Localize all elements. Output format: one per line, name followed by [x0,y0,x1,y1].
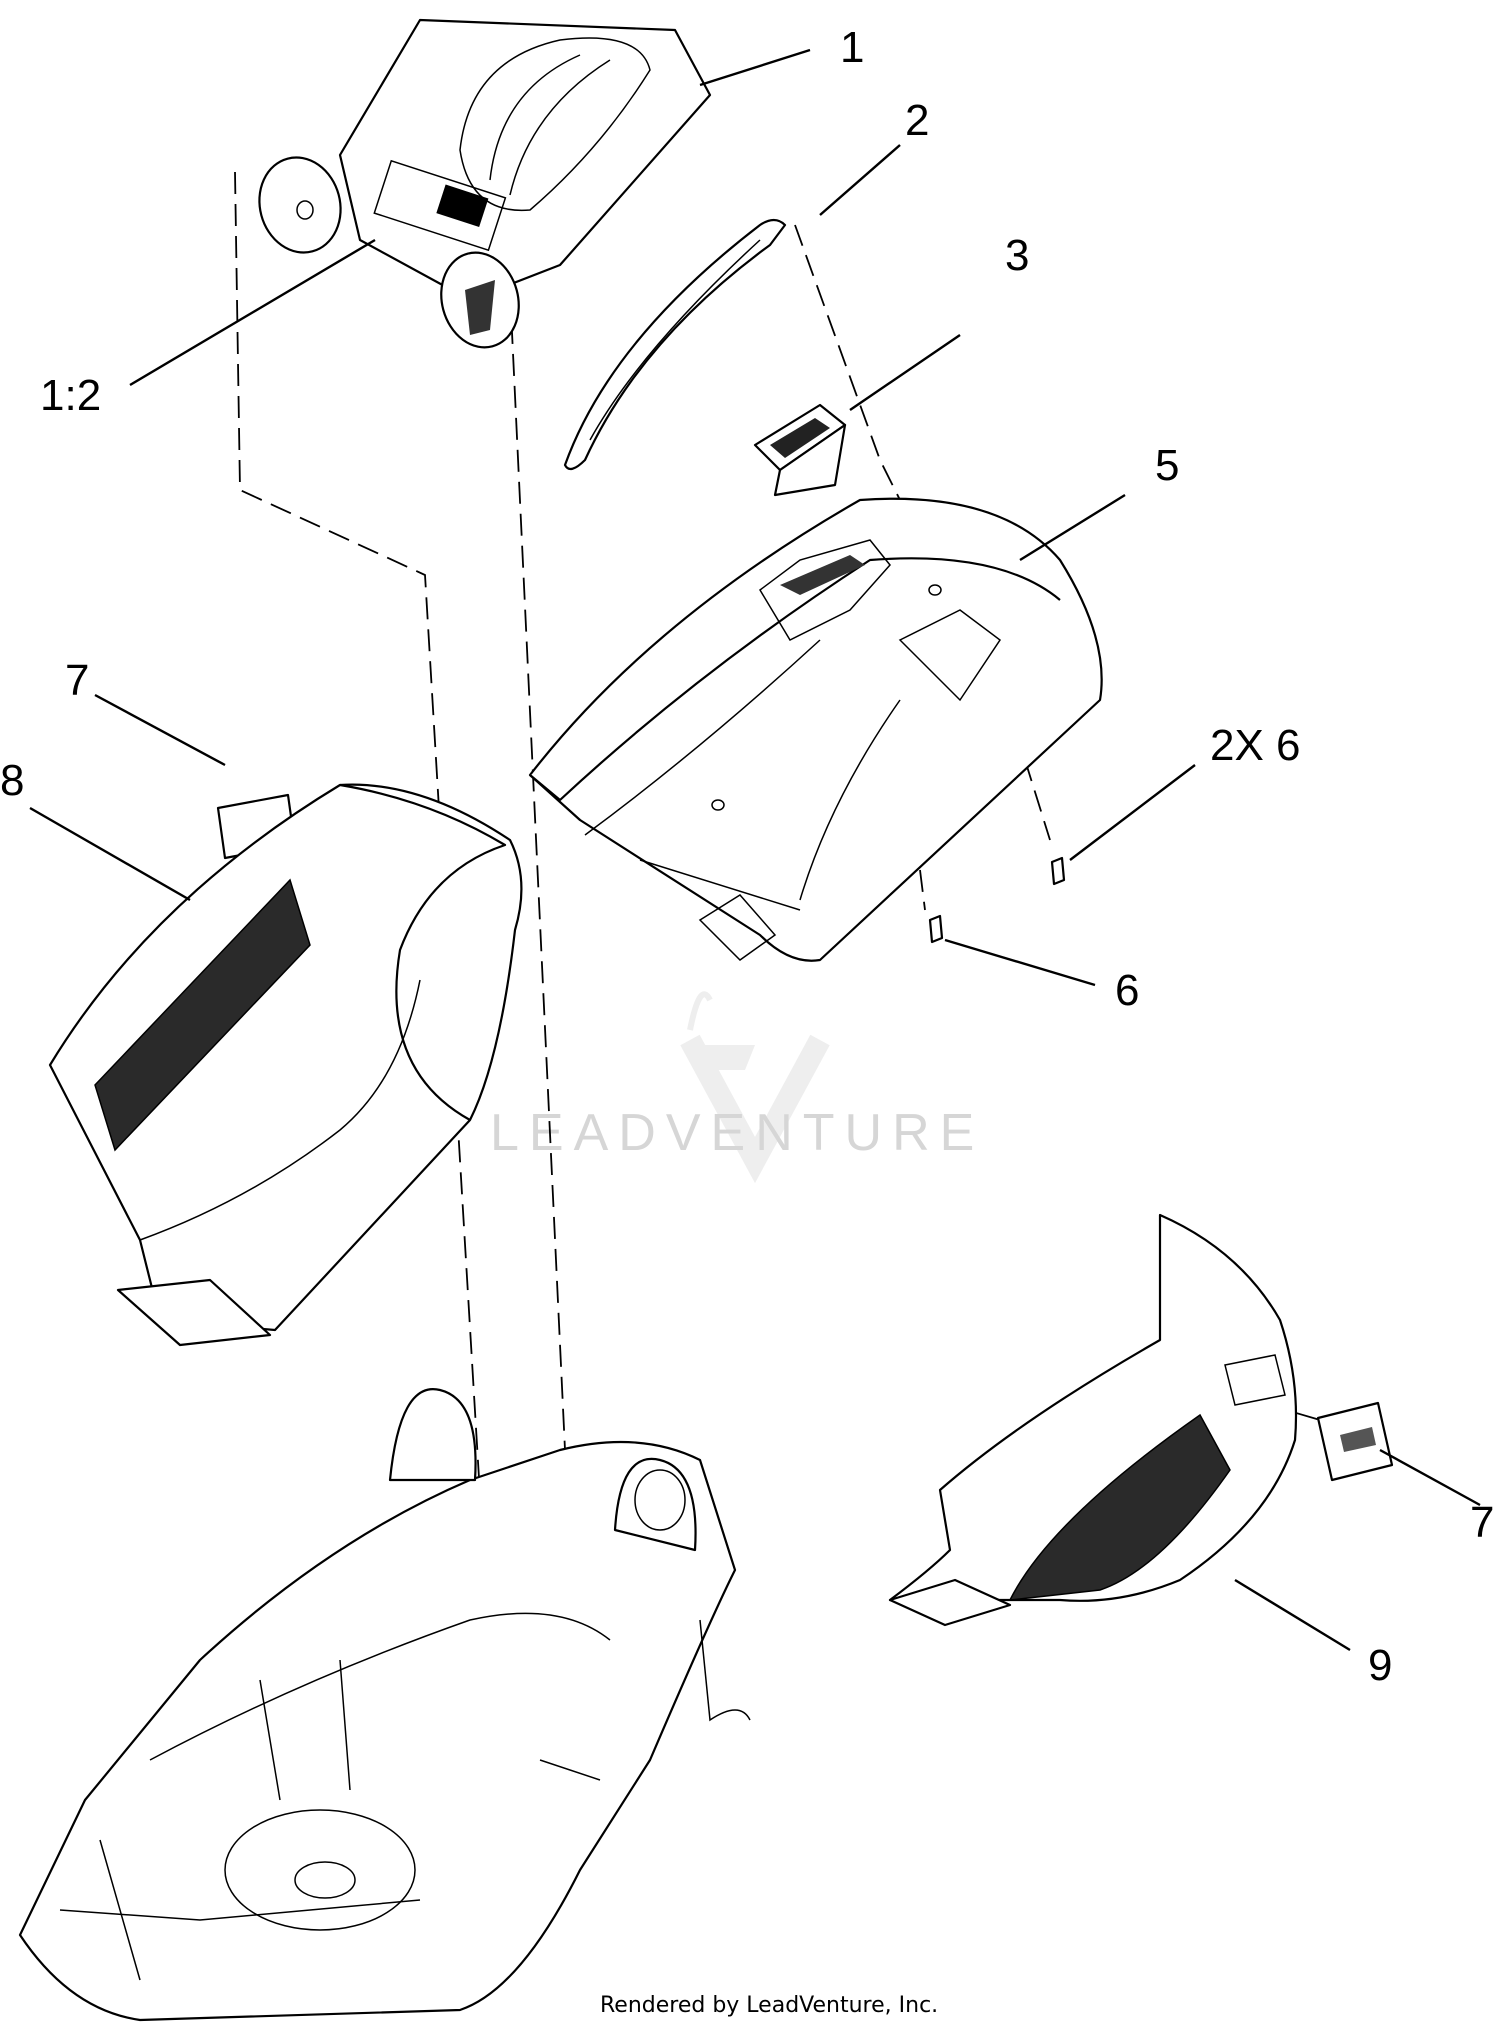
callout-2: 2 [905,96,929,145]
part-7-decal-right [1316,1401,1394,1482]
callout-1: 1 [840,23,864,72]
callout-2x6: 2X 6 [1210,721,1301,770]
leadventure-watermark-logo [680,991,830,1184]
callout-9: 9 [1368,1641,1392,1690]
mower-deck [18,1388,751,2022]
part-6-screws [928,856,1066,944]
render-credit: Rendered by LeadVenture, Inc. [600,1993,939,2018]
callout-1-2: 1:2 [40,371,101,420]
callout-leaders [29,48,1481,1652]
part-8-bag-left [48,783,523,1347]
callout-labels: 1 1:2 2 3 5 2X 6 6 7 8 7 9 [0,23,1494,1690]
part-5-bag-lid [528,497,1103,962]
callout-7-left: 7 [65,656,89,705]
part-1-handle-top [258,18,712,349]
part-9-bag-right [888,1213,1298,1627]
callout-3: 3 [1005,231,1029,280]
callout-5: 5 [1155,441,1179,490]
watermark-text: LEADVENTURE [490,1104,984,1162]
callout-8: 8 [0,756,24,805]
callout-6: 6 [1115,966,1139,1015]
part-3-switch [753,403,847,497]
part-2-handle-grip [563,218,787,471]
callout-7-right: 7 [1470,1498,1494,1547]
